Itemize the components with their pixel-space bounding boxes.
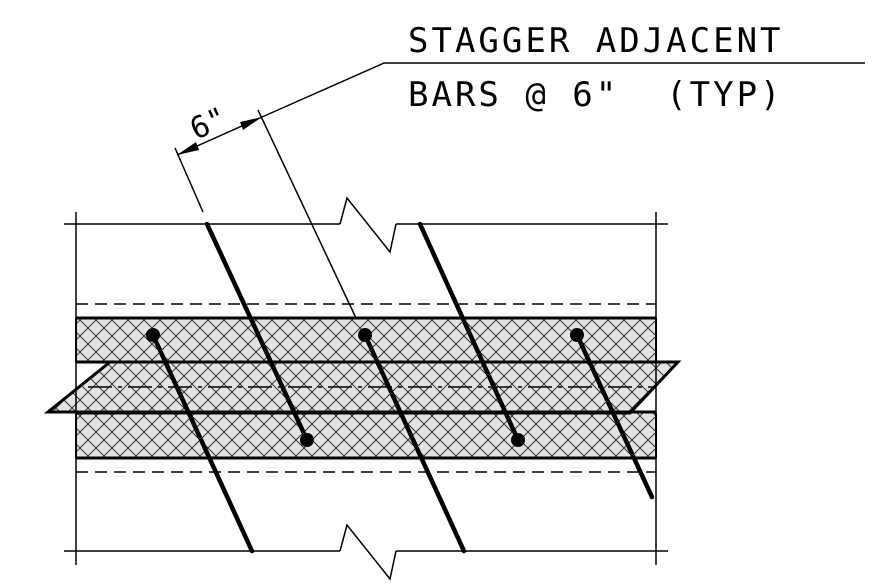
top-break-symbol <box>339 196 397 254</box>
dimension-arrow-left <box>177 142 199 155</box>
bottom-break-symbol <box>339 523 397 581</box>
extension-line-left <box>174 147 204 213</box>
slab-outline <box>64 212 668 565</box>
bar-dot <box>300 433 314 447</box>
leader-line <box>261 62 865 118</box>
inclined-bars <box>150 221 655 554</box>
bar-1-lower <box>150 332 255 554</box>
bar-3-lower <box>574 332 655 500</box>
extension-line-right <box>257 109 357 319</box>
bar-dot <box>146 328 160 342</box>
dimension-arrow-right <box>240 117 262 130</box>
bar-1-upper <box>204 221 310 443</box>
bar-dot <box>511 433 525 447</box>
bar-ends <box>146 328 584 447</box>
bar-2-lower <box>362 332 467 554</box>
bar-dot <box>570 328 584 342</box>
callout-line-1: STAGGER ADJACENT <box>408 21 784 61</box>
callout-line-2: BARS @ 6" (TYP) <box>408 75 784 115</box>
bar-dot <box>358 328 372 342</box>
bottom-hatched-layer <box>75 413 657 460</box>
bar-2-upper <box>417 221 521 443</box>
dimension-label: 6" <box>185 101 232 148</box>
